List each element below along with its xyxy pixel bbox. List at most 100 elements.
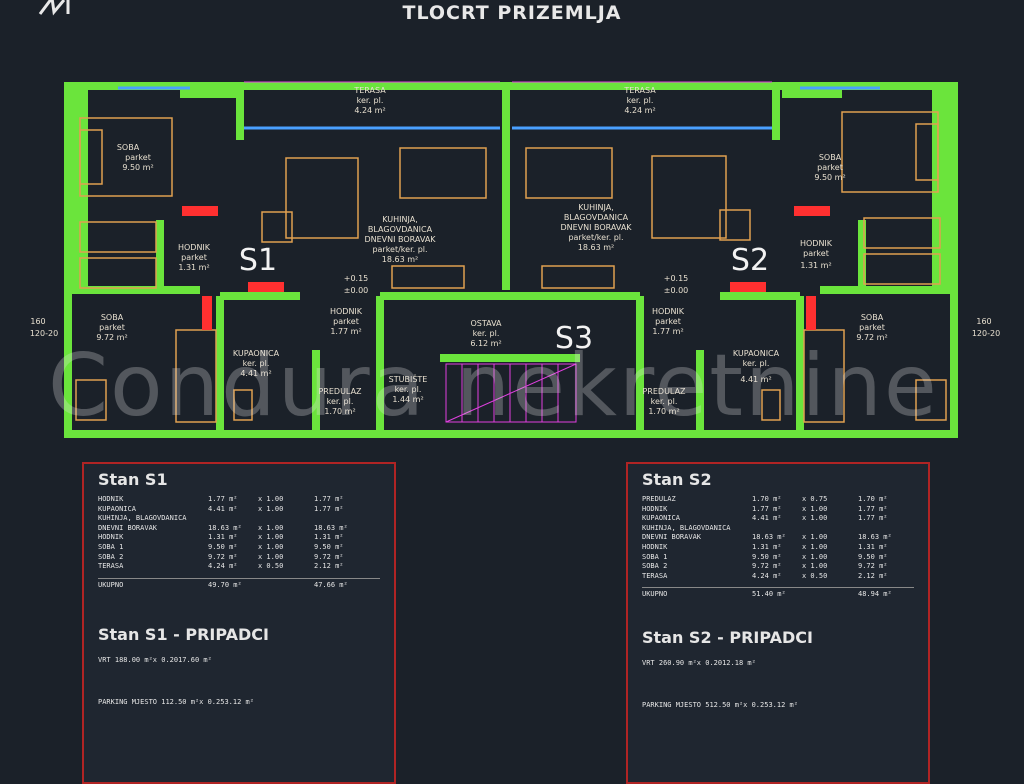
- svg-text:OSTAVA: OSTAVA: [470, 319, 502, 328]
- svg-text:PREDULAZ: PREDULAZ: [318, 387, 362, 396]
- svg-text:BLAGOVDANICA: BLAGOVDANICA: [368, 225, 433, 234]
- svg-text:6.12 m²: 6.12 m²: [470, 339, 501, 348]
- svg-text:parket: parket: [181, 253, 207, 262]
- pripadci-row: PARKING MJESTO 512.50 m²x 0.253.12 m²: [642, 701, 798, 710]
- svg-text:parket: parket: [803, 249, 829, 258]
- svg-text:+0.15: +0.15: [664, 274, 689, 283]
- room-label: SOBA: [117, 143, 140, 152]
- svg-text:4.41 m²: 4.41 m²: [240, 369, 271, 378]
- svg-text:1.70 m²: 1.70 m²: [648, 407, 679, 416]
- logo-icon: [38, 0, 70, 16]
- svg-text:parket: parket: [655, 317, 681, 326]
- unit-label-s1: S1: [239, 243, 277, 278]
- stairs: [445, 363, 577, 423]
- table-title: Stan S1: [98, 470, 168, 489]
- svg-text:9.50 m²: 9.50 m²: [122, 163, 153, 172]
- svg-text:SOBA: SOBA: [819, 153, 842, 162]
- pripadci-row: VRT 188.00 m²x 0.2017.60 m²: [98, 655, 212, 664]
- svg-text:18.63 m²: 18.63 m²: [578, 243, 614, 252]
- svg-text:ker. pl.: ker. pl.: [627, 96, 654, 105]
- svg-text:parket: parket: [859, 323, 885, 332]
- walls: [64, 82, 958, 438]
- svg-text:parket/ker. pl.: parket/ker. pl.: [568, 233, 623, 242]
- svg-text:4.41 m²: 4.41 m²: [740, 375, 771, 384]
- svg-text:±0.00: ±0.00: [664, 286, 689, 295]
- svg-text:HODNIK: HODNIK: [330, 307, 363, 316]
- svg-text:KUHINJA,: KUHINJA,: [578, 203, 613, 212]
- svg-text:parket: parket: [817, 163, 843, 172]
- svg-text:±0.00: ±0.00: [344, 286, 369, 295]
- unit-label-s3: S3: [555, 321, 593, 356]
- pripadci-title: Stan S1 - PRIPADCI: [98, 624, 269, 644]
- svg-text:1.31 m²: 1.31 m²: [800, 261, 831, 270]
- svg-text:HODNIK: HODNIK: [800, 239, 833, 248]
- svg-text:1.77 m²: 1.77 m²: [652, 327, 683, 336]
- svg-text:parket: parket: [99, 323, 125, 332]
- svg-text:TERASA: TERASA: [623, 86, 656, 95]
- svg-text:+0.15: +0.15: [344, 274, 369, 283]
- svg-text:1.31 m²: 1.31 m²: [178, 263, 209, 272]
- svg-text:160: 160: [30, 317, 45, 326]
- pripadci-row: VRT 260.90 m²x 0.2012.18 m²: [642, 659, 756, 668]
- svg-text:HODNIK: HODNIK: [652, 307, 685, 316]
- svg-text:18.63 m²: 18.63 m²: [382, 255, 418, 264]
- svg-text:parket: parket: [125, 153, 151, 162]
- svg-text:120-20: 120-20: [972, 329, 1000, 338]
- svg-text:ker. pl.: ker. pl.: [243, 359, 270, 368]
- svg-text:parket: parket: [333, 317, 359, 326]
- svg-text:DNEVNI BORAVAK: DNEVNI BORAVAK: [364, 235, 436, 244]
- svg-text:KUHINJA,: KUHINJA,: [382, 215, 417, 224]
- svg-text:STUBIŠTE: STUBIŠTE: [389, 373, 428, 384]
- svg-text:KUPAONICA: KUPAONICA: [233, 349, 280, 358]
- svg-text:120-20: 120-20: [30, 329, 58, 338]
- page-title: TLOCRT PRIZEMLJA: [402, 2, 622, 24]
- table-title: Stan S2: [642, 470, 712, 489]
- floor-plan: SOBA parket 9.50 m² SOBA parket 9.72 m² …: [30, 81, 1000, 438]
- svg-text:TERASA: TERASA: [353, 86, 386, 95]
- table-row: KUHINJA, BLAGOVDANICA: [642, 523, 731, 532]
- svg-text:4.24 m²: 4.24 m²: [624, 106, 655, 115]
- svg-text:parket/ker. pl.: parket/ker. pl.: [372, 245, 427, 254]
- svg-text:ker. pl.: ker. pl.: [357, 96, 384, 105]
- svg-text:BLAGOVDANICA: BLAGOVDANICA: [564, 213, 629, 222]
- table-row: KUHINJA, BLAGOVDANICA: [98, 514, 187, 523]
- pripadci-title: Stan S2 - PRIPADCI: [642, 628, 813, 648]
- unit-label-s2: S2: [731, 243, 769, 278]
- svg-text:160: 160: [976, 317, 991, 326]
- svg-text:ker. pl.: ker. pl.: [473, 329, 500, 338]
- svg-text:KUPAONICA: KUPAONICA: [733, 349, 780, 358]
- svg-text:HODNIK: HODNIK: [178, 243, 211, 252]
- furniture-left: [75, 117, 487, 423]
- svg-text:9.50 m²: 9.50 m²: [814, 173, 845, 182]
- svg-text:ker. pl.: ker. pl.: [743, 359, 770, 368]
- svg-text:1.70 m²: 1.70 m²: [324, 407, 355, 416]
- svg-text:4.24 m²: 4.24 m²: [354, 106, 385, 115]
- svg-text:ker. pl.: ker. pl.: [395, 385, 422, 394]
- furniture-right: [525, 111, 947, 423]
- svg-text:ker. pl.: ker. pl.: [327, 397, 354, 406]
- svg-text:9.72 m²: 9.72 m²: [856, 333, 887, 342]
- pripadci-row: PARKING MJESTO 112.50 m²x 0.253.12 m²: [98, 697, 254, 706]
- svg-text:9.72 m²: 9.72 m²: [96, 333, 127, 342]
- svg-text:SOBA: SOBA: [101, 313, 124, 322]
- svg-text:PREDULAZ: PREDULAZ: [642, 387, 686, 396]
- svg-text:SOBA: SOBA: [861, 313, 884, 322]
